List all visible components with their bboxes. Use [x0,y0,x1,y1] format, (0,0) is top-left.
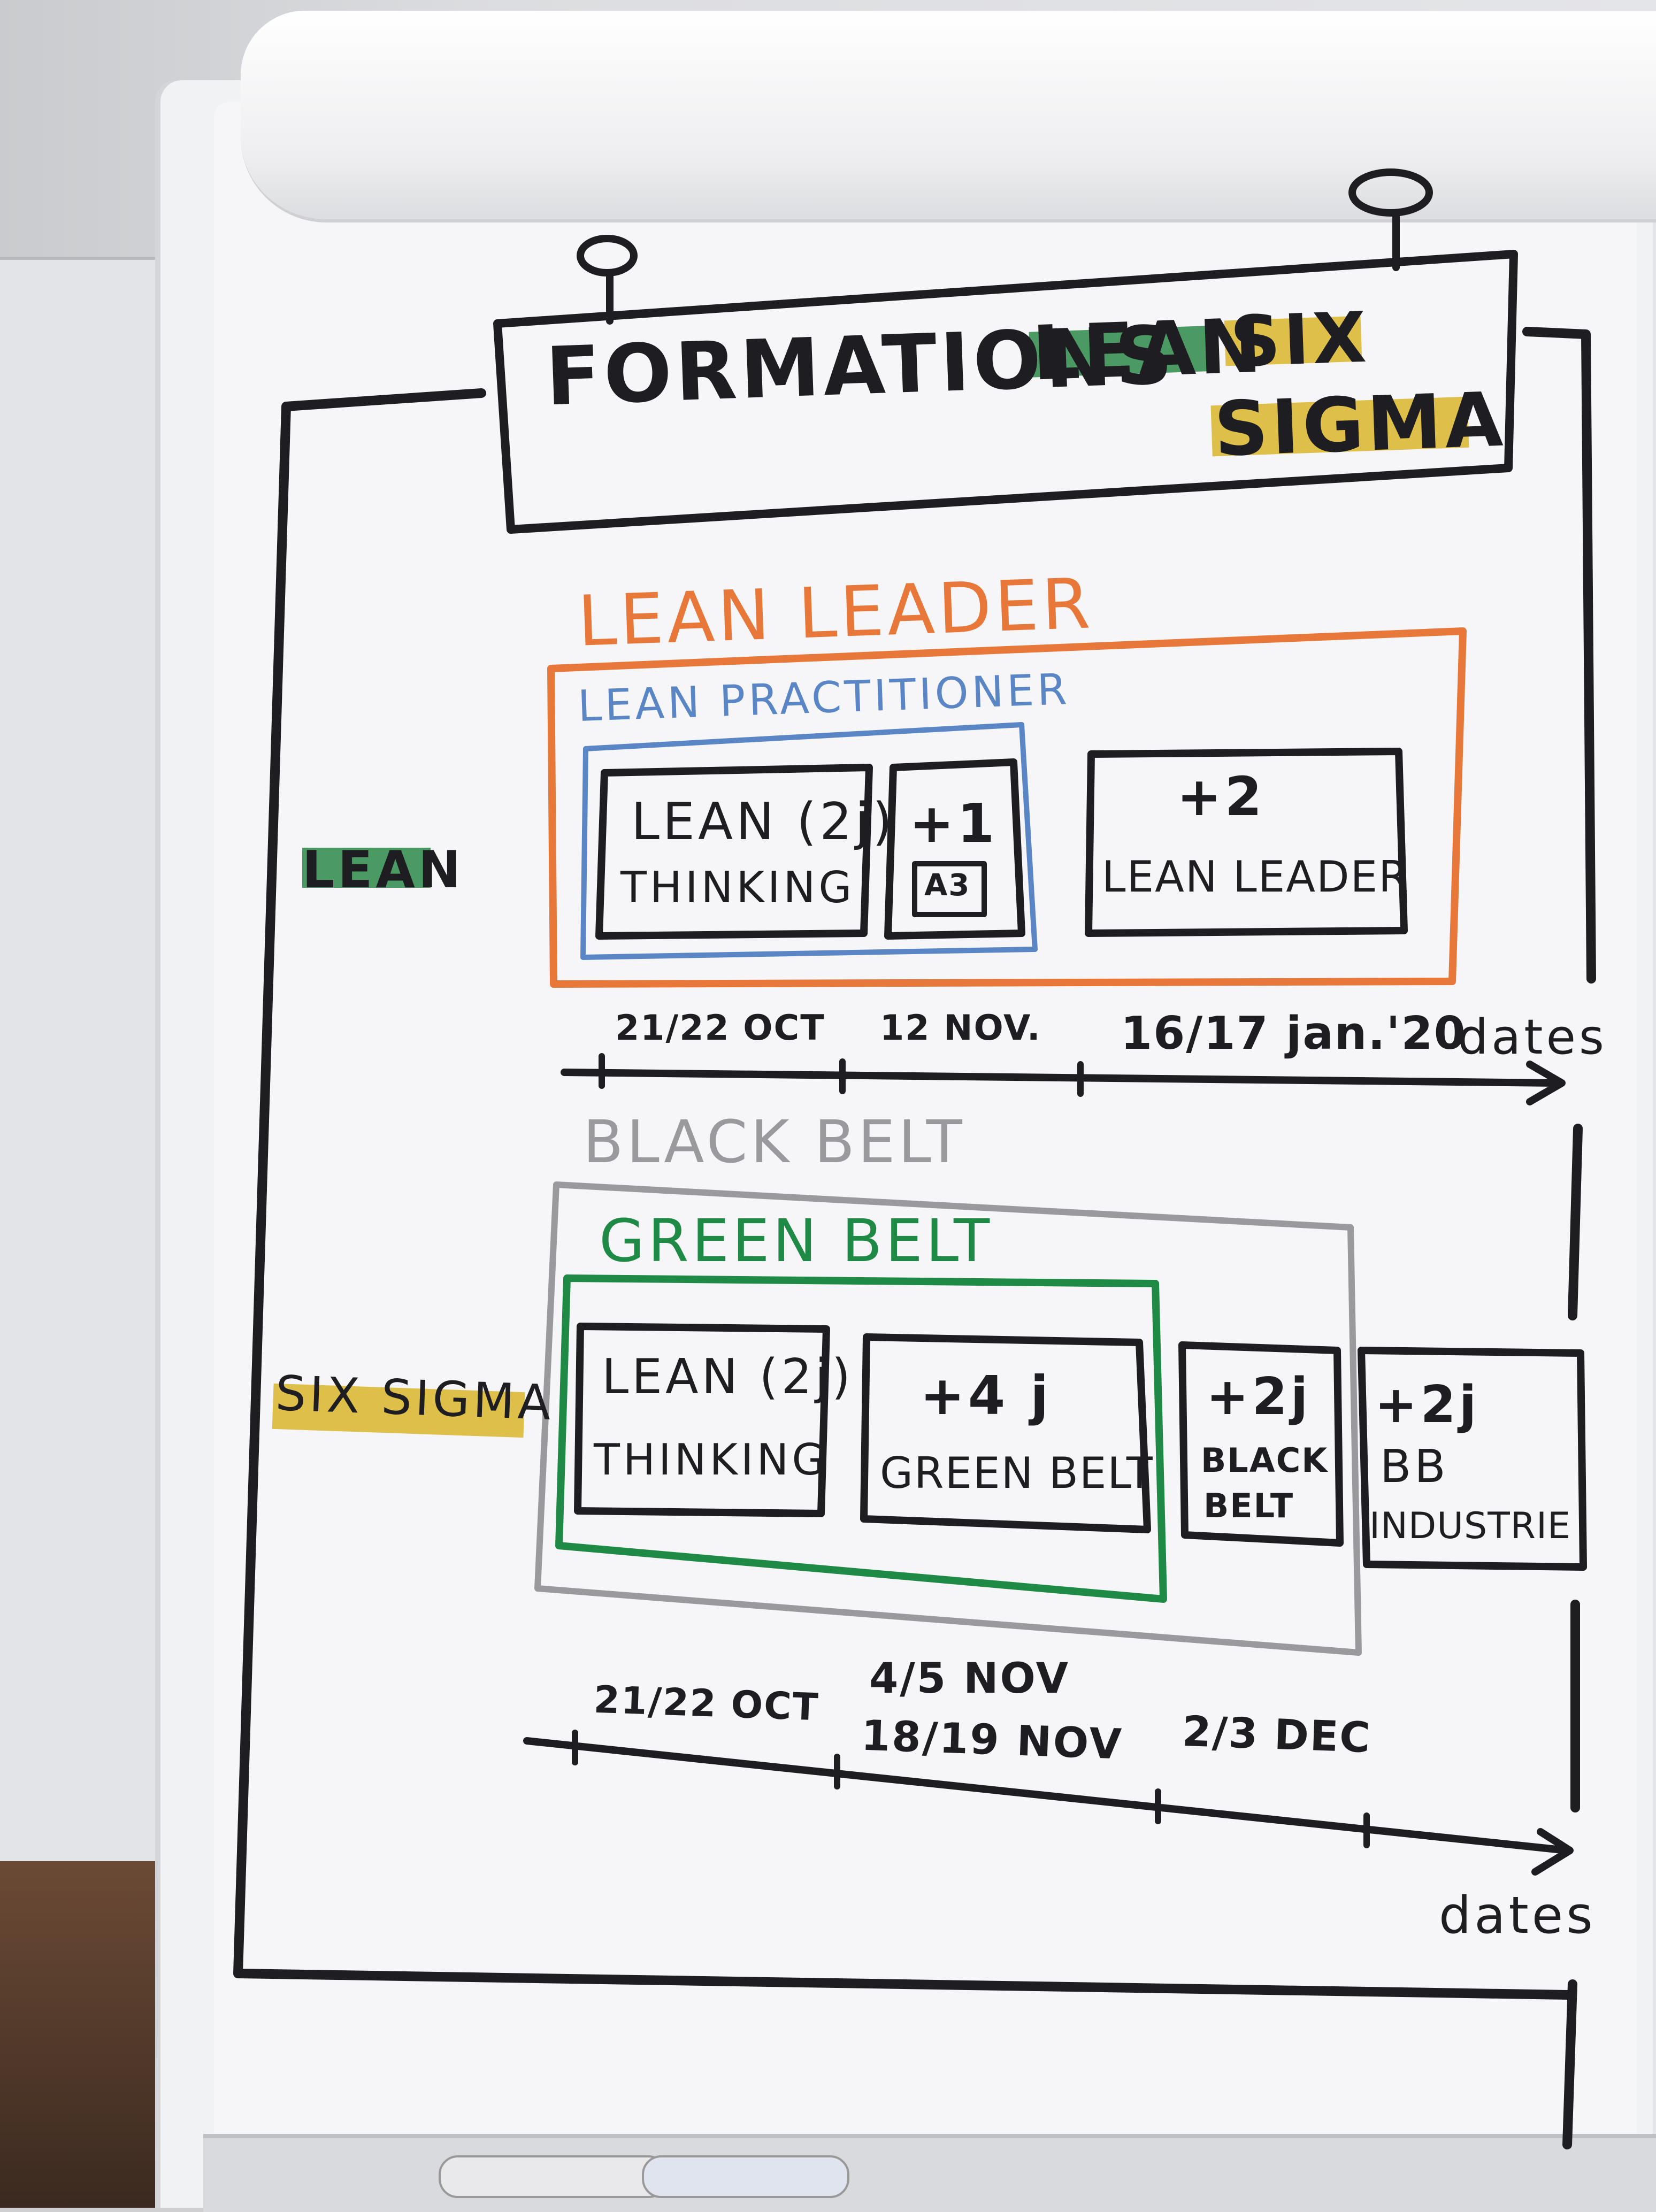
sigma-box2-line1: +4 j [920,1364,1052,1427]
sigma-row-label: SIX SIGMA [274,1365,555,1432]
lean-box3-line1: +2 [1177,765,1266,828]
lean-box-leader [1085,748,1408,937]
title-six: SIX [1229,296,1371,383]
outer-frame-right-top [1522,327,1596,984]
pin-right-head [1348,168,1433,217]
lean-box1-line1: LEAN (2j) [631,793,896,851]
title-box [493,250,1518,534]
sigma-axis [523,1737,1571,1854]
sigma-box-black-belt [1178,1341,1344,1547]
sigma-box3-line1: +2j [1206,1368,1312,1426]
title-sigma: SIGMA [1213,376,1508,474]
lean-date-3: 16/17 jan.'20 [1121,1007,1467,1060]
outer-frame-left [233,388,1572,2000]
sigma-date-1: 21/22 OCT [593,1677,820,1730]
lean-box1-line2: THINKING [620,863,855,912]
a3-sheet [912,861,987,917]
lean-box-thinking [595,764,873,940]
lean-leader-frame [547,627,1467,988]
lean-date-2: 12 NOV. [880,1008,1041,1048]
paper-roll [241,11,1656,222]
sigma-box3-line2: BLACK [1201,1441,1329,1480]
outer-frame-right-bottom [1562,1979,1577,2149]
sigma-box-green-belt [860,1333,1151,1533]
sigma-box4-line3: INDUSTRIE [1369,1505,1571,1547]
marker-black [439,2155,668,2198]
sigma-box3-line3: BELT [1203,1486,1294,1525]
pin-left-head [577,235,638,276]
lean-box2-line1: +1 [909,792,998,855]
black-belt-frame [534,1181,1362,1656]
outer-frame-right-mid [1568,1124,1583,1320]
sigma-axis-label: dates [1439,1886,1596,1945]
green-belt-frame [555,1274,1167,1603]
lean-axis-label: dates [1458,1009,1607,1065]
sigma-box4-line2: BB [1380,1440,1449,1493]
black-belt-title: BLACK BELT [583,1108,965,1176]
sigma-axis-arrow [1531,1828,1574,1876]
sigma-box2-line2: GREEN BELT [880,1448,1154,1498]
sigma-box-thinking [574,1323,830,1517]
sigma-box4-line1: +2j [1375,1376,1480,1434]
lean-box3-line2: LEAN LEADER [1102,852,1409,902]
marker-blue [642,2155,849,2198]
lean-row-label: LEAN [302,841,464,900]
sigma-box-bb-industrie [1358,1347,1587,1571]
sigma-date-3: 2/3 DEC [1181,1707,1372,1763]
green-belt-title: GREEN BELT [599,1207,993,1275]
lean-date-1: 21/22 OCT [615,1008,825,1048]
highlight-lean-label [302,848,431,888]
lean-box-a3 [884,758,1025,940]
lean-leader-title: LEAN LEADER [576,563,1095,662]
lean-box2-line2: A3 [924,868,971,903]
lean-axis-arrow [1526,1061,1566,1105]
sigma-box1-line2: THINKING [594,1435,829,1485]
lean-axis [561,1069,1560,1087]
sigma-date-2b: 18/19 NOV [860,1711,1124,1769]
sigma-box1-line1: LEAN (2j) [602,1349,854,1405]
lean-practitioner-frame [580,722,1038,960]
sigma-date-2a: 4/5 NOV [869,1655,1070,1703]
